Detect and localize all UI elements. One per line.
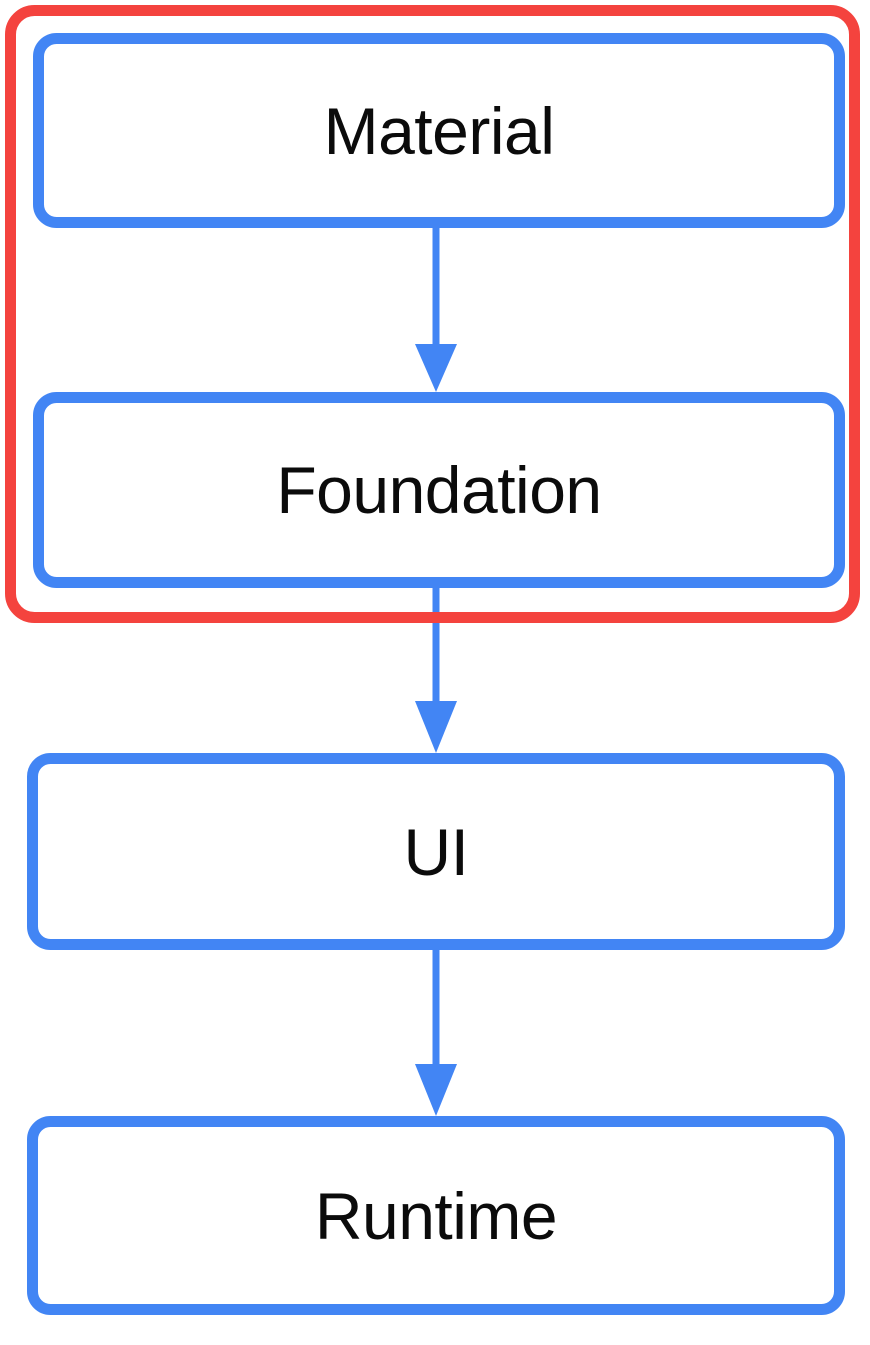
edge-material-to-foundation bbox=[415, 228, 457, 392]
edge-ui-to-runtime bbox=[415, 950, 457, 1116]
node-ui[interactable] bbox=[27, 753, 845, 950]
node-box-runtime[interactable] bbox=[27, 1116, 845, 1315]
node-runtime[interactable] bbox=[27, 1116, 845, 1315]
node-box-material[interactable] bbox=[33, 33, 845, 228]
edge-foundation-to-ui bbox=[415, 588, 457, 753]
node-foundation[interactable] bbox=[33, 392, 845, 588]
highlight-box bbox=[5, 5, 860, 623]
node-material[interactable] bbox=[33, 33, 845, 228]
node-box-foundation[interactable] bbox=[33, 392, 845, 588]
node-box-ui[interactable] bbox=[27, 753, 845, 950]
